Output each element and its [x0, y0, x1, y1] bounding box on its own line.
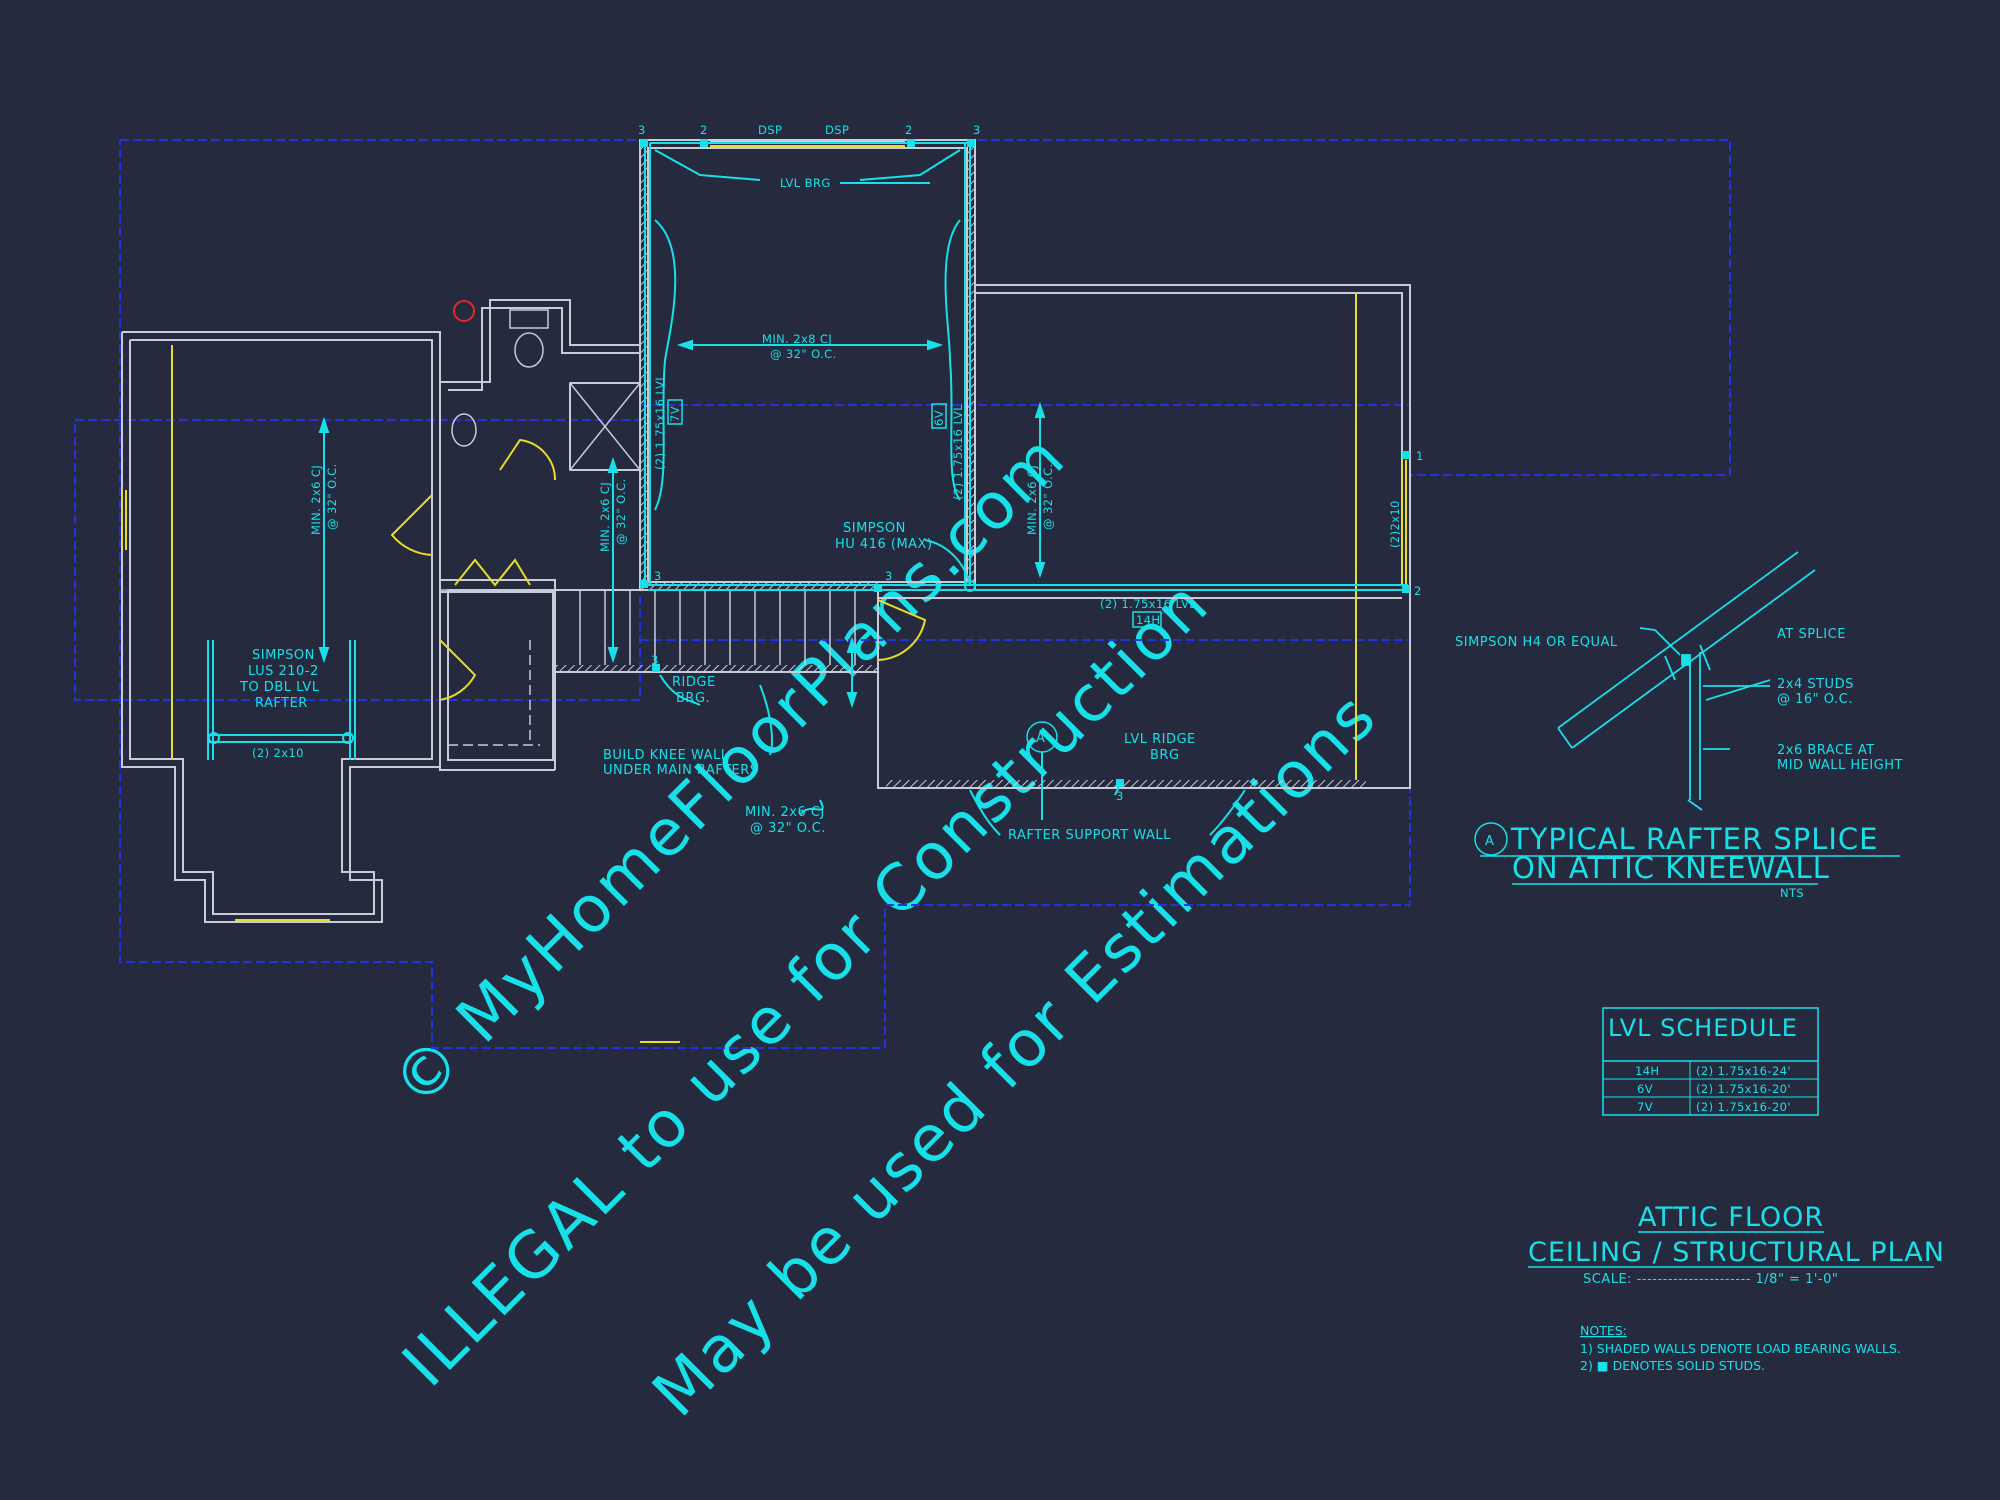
lvl-horizontal-label: (2) 1.75x16 LVL — [1100, 597, 1196, 611]
hanger-marker-left — [208, 732, 220, 744]
simpson-hu-line-2: HU 416 (MAX) — [835, 537, 933, 552]
schedule-row-1-desc: (2) 1.75x16-24' — [1696, 1064, 1791, 1078]
lvl-right-vertical-label: (2) 1.75x16 LVL — [951, 404, 965, 500]
rafter-support-wall-label: RAFTER SUPPORT WALL — [1008, 828, 1171, 843]
cj-mid-line-2: @ 32" O.C. — [614, 478, 628, 545]
lvl-schedule-table: LVL SCHEDULE 14H (2) 1.75x16-24' 6V (2) … — [1602, 1007, 1819, 1116]
schedule-row-3-tag: 7V — [1637, 1100, 1653, 1114]
tag-14h-box — [1132, 611, 1162, 628]
tag-7v-box — [667, 399, 683, 425]
simpson-h4-label: SIMPSON H4 OR EQUAL — [1455, 635, 1618, 650]
rafter-splice-detail: SIMPSON H4 OR EQUAL AT SPLICE 2x4 STUDS … — [1455, 551, 1903, 900]
schedule-row-1-tag: 14H — [1635, 1064, 1659, 1078]
detail-title-line-2: ON ATTIC KNEEWALL — [1512, 851, 1830, 885]
mark-3-top-right: 3 — [973, 123, 981, 137]
doors — [390, 438, 927, 701]
lvl-ridge-line-2: BRG — [1150, 748, 1180, 763]
plan-title-line-1: ATTIC FLOOR — [1638, 1202, 1824, 1233]
tag-6v-box — [931, 403, 947, 429]
title-block: ATTIC FLOOR CEILING / STRUCTURAL PLAN SC… — [1528, 1202, 1945, 1287]
knee-wall-line-2: UNDER MAIN RAFTERS — [603, 763, 759, 778]
simpson-lus-line-2: LUS 210-2 — [248, 664, 319, 679]
cj-center-line-2: @ 32" O.C. — [770, 347, 837, 361]
studs-line-1: 2x4 STUDS — [1777, 677, 1854, 692]
notes-block: NOTES: 1) SHADED WALLS DENOTE LOAD BEARI… — [1580, 1323, 1901, 1373]
mark-2-top-b: 2 — [905, 123, 913, 137]
mark-2-right: 2 — [1414, 584, 1422, 598]
bath-fixtures — [440, 309, 641, 746]
simpson-lus-line-1: SIMPSON — [252, 648, 315, 663]
mark-3-stair-left: 3 — [654, 569, 662, 583]
hanger-marker-right — [342, 732, 354, 744]
ridge-brg-line-1: RIDGE — [672, 675, 716, 690]
detail-title-line-1: TYPICAL RAFTER SPLICE — [1510, 822, 1879, 856]
cj-right-line-2: @ 32" O.C. — [1041, 463, 1055, 530]
mark-3-ridge: 3 — [651, 653, 659, 667]
cj-right-line-1: MIN. 2x6 CJ — [1025, 465, 1039, 535]
knee-wall-line-1: BUILD KNEE WALL — [603, 748, 729, 763]
notes-heading: NOTES: — [1580, 1323, 1627, 1338]
brace-line-1: 2x6 BRACE AT — [1777, 743, 1875, 758]
lvl-brg-label: LVL BRG — [780, 176, 831, 190]
cj-center-line-1: MIN. 2x8 CJ — [762, 332, 832, 346]
tag-14h: 14H — [1136, 613, 1160, 627]
tag-7v: 7V — [668, 406, 682, 422]
notes-line-2: 2) ■ DENOTES SOLID STUDS. — [1580, 1358, 1765, 1373]
notes-line-1: 1) SHADED WALLS DENOTE LOAD BEARING WALL… — [1580, 1341, 1901, 1356]
header-2x10-right: (2)2x10 — [1388, 500, 1402, 548]
section-marker-letter: A — [1036, 731, 1045, 746]
studs-line-2: @ 16" O.C. — [1777, 692, 1853, 707]
detail-nts: NTS — [1780, 886, 1804, 900]
cj-left-line-1: MIN. 2x6 CJ — [309, 465, 323, 535]
hanger-marker — [964, 580, 976, 592]
schedule-title: LVL SCHEDULE — [1608, 1014, 1798, 1042]
section-marker-circle — [1026, 721, 1058, 753]
tag-6v: 6V — [932, 410, 946, 426]
header-2x10-left: (2) 2x10 — [252, 746, 304, 760]
detail-marker-circle — [1474, 822, 1508, 856]
plan-labels: 3 2 DSP DSP 2 3 LVL BRG MIN. 2x8 CJ @ 32… — [239, 123, 1424, 843]
schedule-row-2-tag: 6V — [1637, 1082, 1653, 1096]
lvl-ridge-line-1: LVL RIDGE — [1124, 732, 1196, 747]
brace-line-2: MID WALL HEIGHT — [1777, 758, 1903, 773]
scale-line: SCALE: ---------------------- 1/8" = 1'-… — [1583, 1272, 1838, 1287]
solid-stud-markers — [640, 139, 1410, 787]
mark-1-right: 1 — [1416, 449, 1424, 463]
schedule-row-2-desc: (2) 1.75x16-20' — [1696, 1082, 1791, 1096]
dsp-label-b: DSP — [825, 123, 849, 137]
schedule-row-3-desc: (2) 1.75x16-20' — [1696, 1100, 1791, 1114]
detail-marker-letter: A — [1485, 834, 1494, 849]
mark-3-bottom: 3 — [1116, 789, 1124, 803]
lvl-left-vertical-label: (2) 1.75x16 LVL — [653, 374, 667, 470]
stair-treads — [579, 590, 856, 665]
ridge-brg-line-2: BRG. — [676, 691, 710, 706]
simpson-lus-line-4: RAFTER — [255, 696, 308, 711]
cj-bottom-line-1: MIN. 2x6 CJ — [745, 805, 825, 820]
dsp-label-a: DSP — [758, 123, 782, 137]
cj-bottom-line-2: @ 32" O.C. — [750, 821, 826, 836]
simpson-hu-line-1: SIMPSON — [843, 521, 906, 536]
plan-title-line-2: CEILING / STRUCTURAL PLAN — [1528, 1237, 1945, 1268]
mark-2-top-a: 2 — [700, 123, 708, 137]
cj-mid-line-1: MIN. 2x6 CJ — [598, 482, 612, 552]
cj-left-line-2: @ 32" O.C. — [325, 463, 339, 530]
mark-3-top-left: 3 — [638, 123, 646, 137]
roof-outline — [74, 139, 1731, 1049]
at-splice-label: AT SPLICE — [1777, 627, 1846, 642]
mark-3-stair-right: 3 — [885, 569, 893, 583]
red-marker — [453, 300, 475, 322]
simpson-lus-line-3: TO DBL LVL — [239, 680, 320, 695]
structural-members — [207, 142, 1408, 836]
